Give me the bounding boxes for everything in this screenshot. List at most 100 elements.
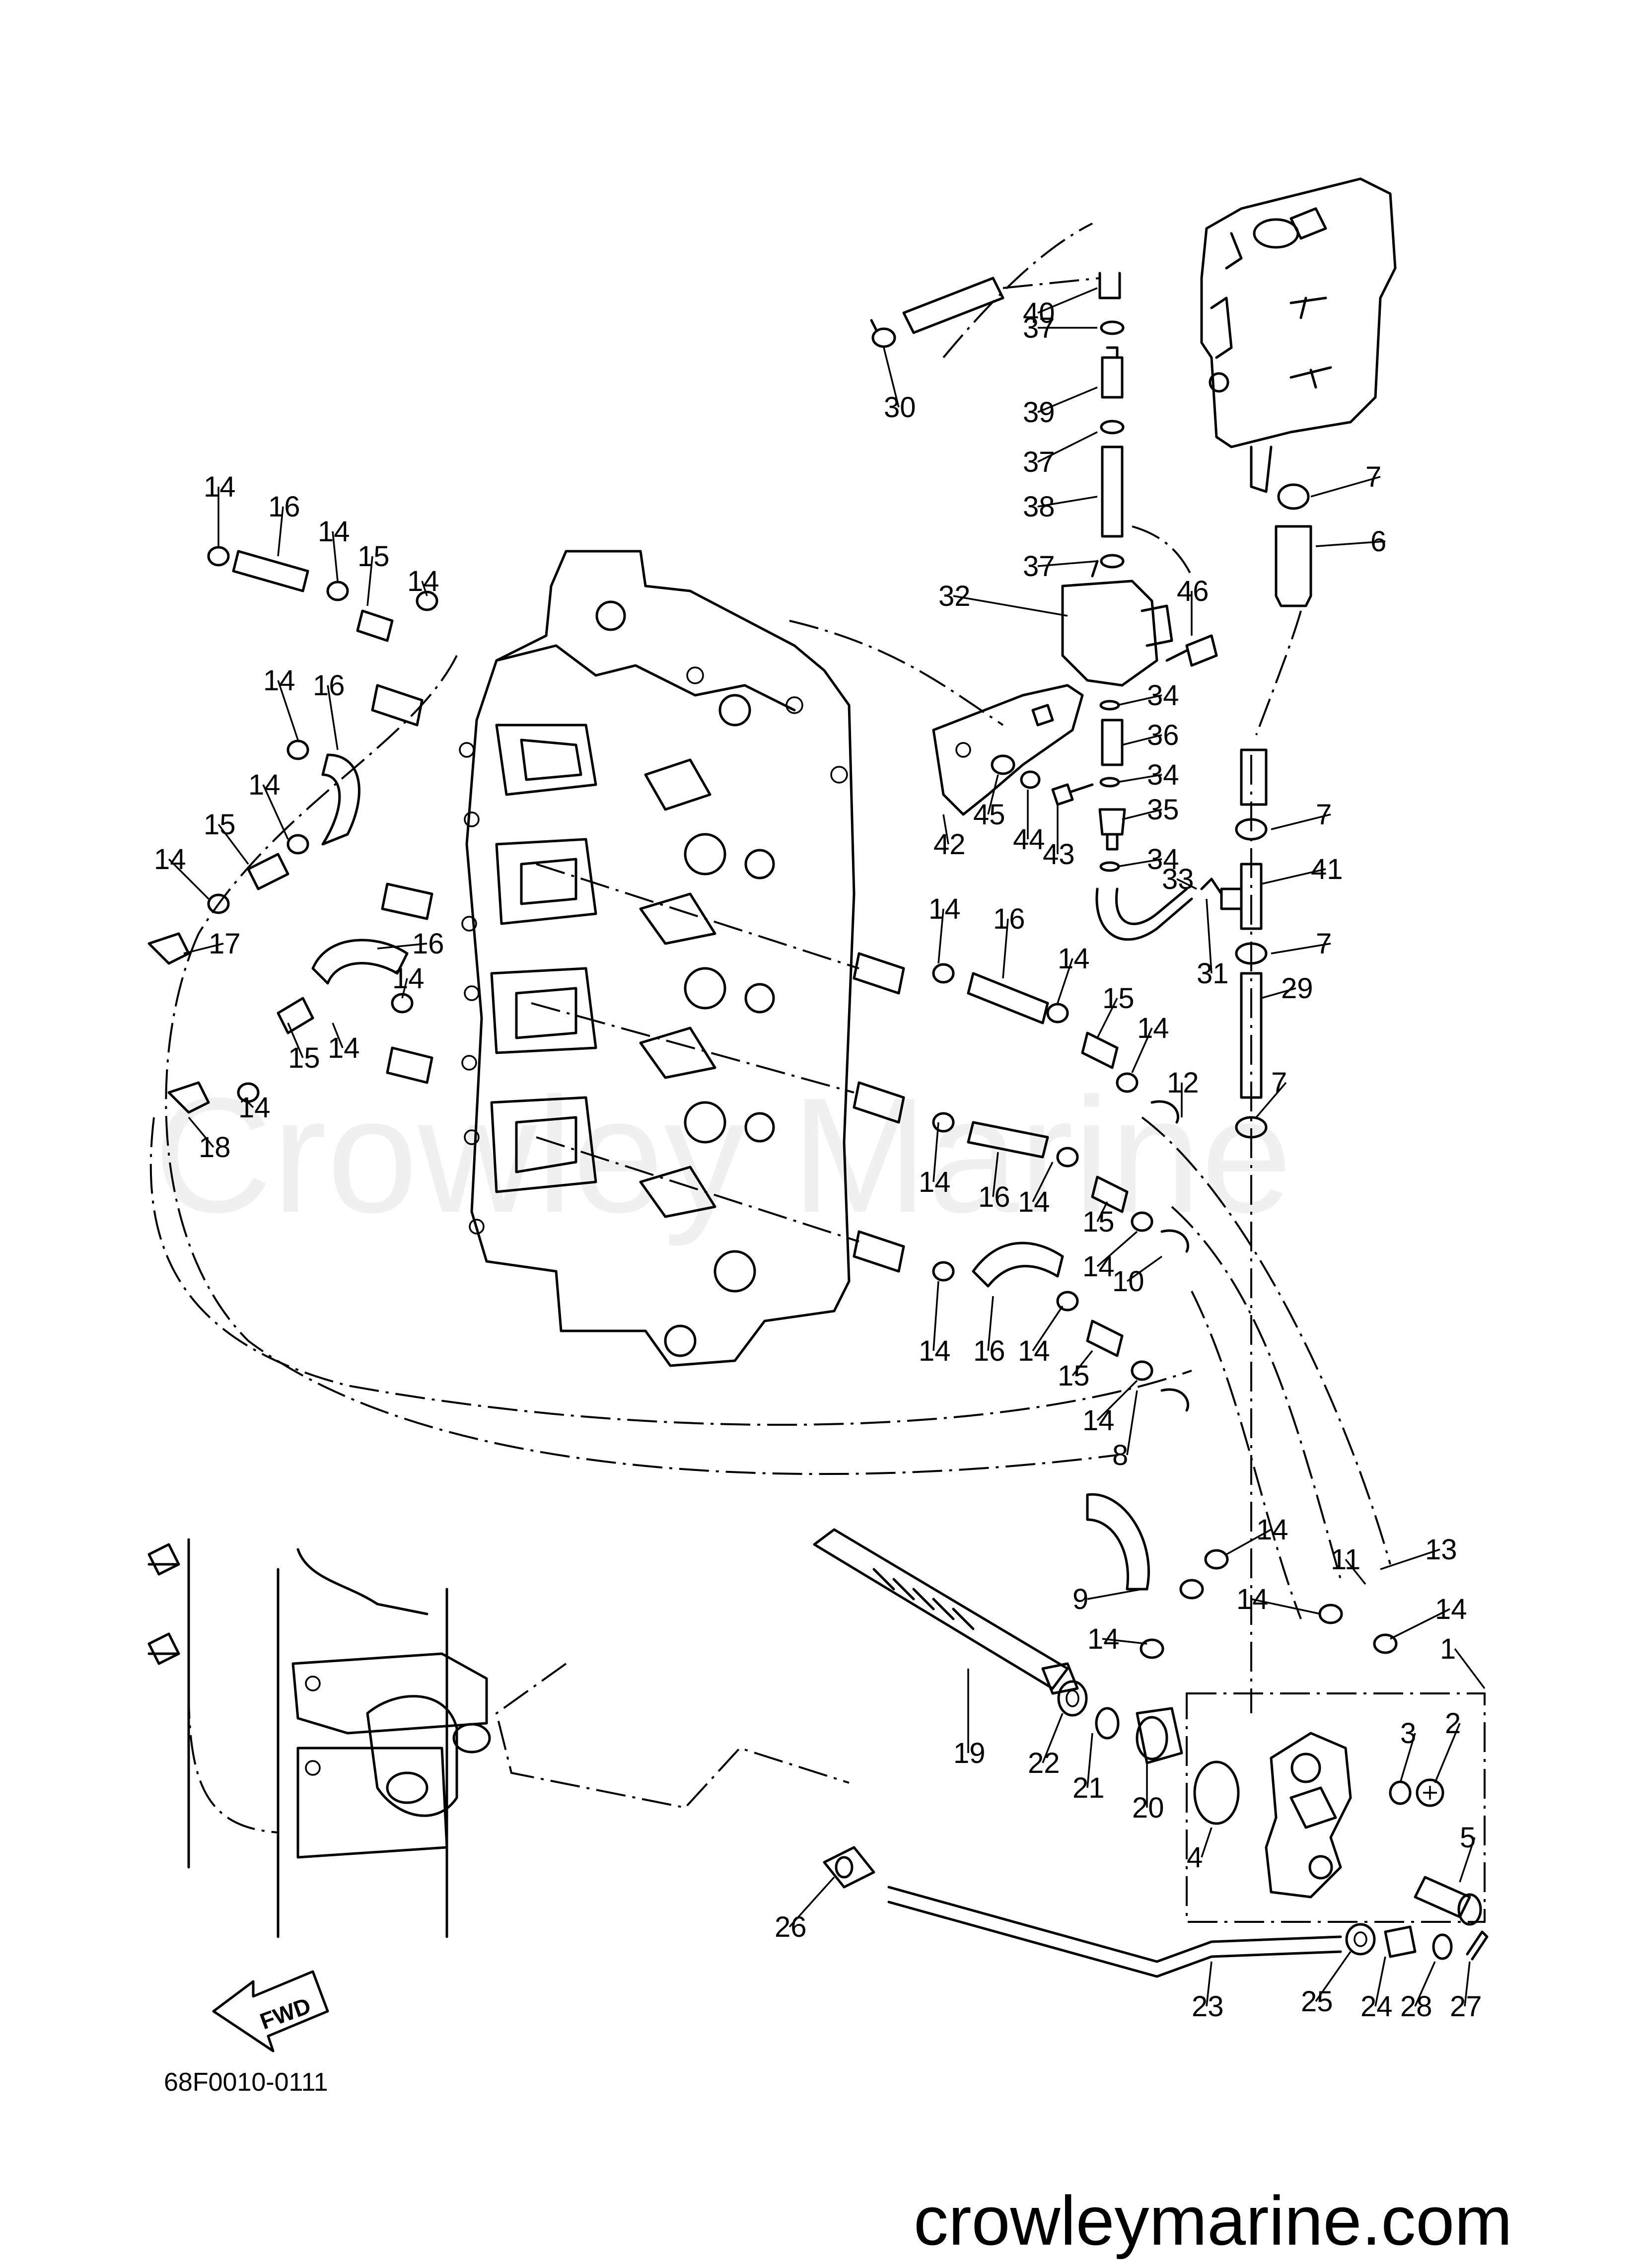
callout-c45[interactable]: 45 <box>973 799 1005 831</box>
callout-c14i[interactable]: 14 <box>238 1092 271 1124</box>
callout-c16e[interactable]: 16 <box>978 1181 1010 1213</box>
callout-c16a[interactable]: 16 <box>268 491 300 523</box>
callout-c37b[interactable]: 37 <box>1023 446 1055 478</box>
callout-c14u[interactable]: 14 <box>1435 1593 1467 1625</box>
callout-c26[interactable]: 26 <box>775 1911 807 1943</box>
callout-c36[interactable]: 36 <box>1147 719 1179 751</box>
tube-36 <box>1101 719 1124 766</box>
callout-c15b[interactable]: 15 <box>204 808 236 841</box>
callout-c17[interactable]: 17 <box>209 928 241 960</box>
callout-c31[interactable]: 31 <box>1197 957 1229 990</box>
callout-c8[interactable]: 8 <box>1112 1439 1128 1471</box>
callout-leader-c23 <box>1206 1961 1213 2007</box>
callout-c40[interactable]: 40 <box>1023 297 1055 329</box>
callout-c7a[interactable]: 7 <box>1365 461 1381 493</box>
callout-c14o[interactable]: 14 <box>1082 1250 1115 1283</box>
callout-leader-c2 <box>1434 1723 1461 1783</box>
callout-c14t[interactable]: 14 <box>1236 1583 1269 1615</box>
callout-leader-c14t <box>1251 1598 1321 1615</box>
callout-c39[interactable]: 39 <box>1023 396 1055 429</box>
callout-c14d[interactable]: 14 <box>263 664 295 697</box>
callout-leader-c14l <box>1131 1027 1153 1073</box>
callout-c5[interactable]: 5 <box>1460 1822 1476 1854</box>
callout-c7d[interactable]: 7 <box>1271 1067 1287 1099</box>
callout-c6[interactable]: 6 <box>1370 525 1386 558</box>
callout-c24[interactable]: 24 <box>1360 1990 1393 2023</box>
callout-c20[interactable]: 20 <box>1132 1792 1164 1824</box>
callout-c29[interactable]: 29 <box>1281 972 1313 1005</box>
callout-c25[interactable]: 25 <box>1301 1985 1333 2018</box>
callout-c14p[interactable]: 14 <box>919 1335 951 1367</box>
callout-c14g[interactable]: 14 <box>392 962 425 995</box>
callout-c13[interactable]: 13 <box>1425 1534 1457 1566</box>
callout-c15d[interactable]: 15 <box>1102 982 1135 1015</box>
hose-16-low <box>311 939 409 985</box>
engine-block <box>459 550 856 1367</box>
callout-c44[interactable]: 44 <box>1013 823 1045 856</box>
callout-c7b[interactable]: 7 <box>1316 799 1332 831</box>
callout-c22[interactable]: 22 <box>1028 1747 1060 1779</box>
callout-c14a[interactable]: 14 <box>204 471 236 503</box>
callout-c35[interactable]: 35 <box>1147 794 1179 826</box>
callout-c14c[interactable]: 14 <box>407 565 439 597</box>
callout-c14e[interactable]: 14 <box>248 769 281 801</box>
callout-c38[interactable]: 38 <box>1023 491 1055 523</box>
callout-c34a[interactable]: 34 <box>1147 679 1179 712</box>
joint-24 <box>1384 1925 1417 1958</box>
callout-c16f[interactable]: 16 <box>973 1335 1005 1367</box>
callout-c14n[interactable]: 14 <box>1018 1186 1050 1218</box>
callout-c1[interactable]: 1 <box>1440 1633 1456 1665</box>
callout-c14m[interactable]: 14 <box>919 1166 951 1198</box>
callout-c14q[interactable]: 14 <box>1018 1335 1050 1367</box>
callout-c42[interactable]: 42 <box>933 828 966 861</box>
callout-c14b[interactable]: 14 <box>318 515 350 548</box>
callout-c9[interactable]: 9 <box>1072 1583 1088 1615</box>
callout-c14l[interactable]: 14 <box>1137 1012 1169 1044</box>
callout-c37a[interactable]: 37 <box>1023 312 1055 344</box>
callout-c16d[interactable]: 16 <box>993 903 1025 935</box>
callout-c14k[interactable]: 14 <box>1058 943 1090 975</box>
callout-c14v[interactable]: 14 <box>1087 1623 1120 1655</box>
callout-c28[interactable]: 28 <box>1400 1990 1432 2023</box>
callout-c34c[interactable]: 34 <box>1147 843 1179 876</box>
callout-c14h[interactable]: 14 <box>328 1032 360 1064</box>
callout-c14s[interactable]: 14 <box>1256 1514 1288 1546</box>
callout-c7c[interactable]: 7 <box>1316 928 1332 960</box>
callout-c37c[interactable]: 37 <box>1023 550 1055 583</box>
callout-c16c[interactable]: 16 <box>412 928 444 960</box>
callout-c2[interactable]: 2 <box>1445 1707 1461 1740</box>
rod-end-26 <box>823 1846 875 1889</box>
callout-c32[interactable]: 32 <box>938 580 971 612</box>
callout-c41[interactable]: 41 <box>1311 853 1343 885</box>
check-valve-35 <box>1098 808 1126 851</box>
callout-c3[interactable]: 3 <box>1400 1717 1416 1750</box>
callout-c23[interactable]: 23 <box>1192 1990 1224 2023</box>
callout-c15f[interactable]: 15 <box>1058 1360 1090 1392</box>
callout-c14r[interactable]: 14 <box>1082 1404 1115 1437</box>
callout-c14f[interactable]: 14 <box>154 843 186 876</box>
linkage-inset <box>147 1538 491 1938</box>
callout-c11[interactable]: 11 <box>1331 1543 1360 1576</box>
callout-c34b[interactable]: 34 <box>1147 759 1179 791</box>
callout-c15e[interactable]: 15 <box>1082 1206 1115 1238</box>
callout-c12[interactable]: 12 <box>1167 1067 1199 1099</box>
callout-c15c[interactable]: 15 <box>288 1042 320 1074</box>
hose-ends-right <box>1086 1100 1189 1591</box>
callout-c43[interactable]: 43 <box>1043 838 1075 871</box>
callout-c27[interactable]: 27 <box>1450 1990 1482 2023</box>
callout-c30[interactable]: 30 <box>884 391 916 424</box>
callout-leader-c14g <box>401 978 408 999</box>
callout-c19[interactable]: 19 <box>953 1737 986 1769</box>
callout-c18[interactable]: 18 <box>199 1131 231 1164</box>
clip-17 <box>147 932 190 965</box>
callout-c4[interactable]: 4 <box>1187 1841 1203 1874</box>
nut-25 <box>1345 1923 1376 1956</box>
callout-c46[interactable]: 46 <box>1177 575 1209 607</box>
callout-c21[interactable]: 21 <box>1072 1772 1105 1804</box>
callout-c10[interactable]: 10 <box>1112 1265 1144 1298</box>
callout-c15a[interactable]: 15 <box>357 540 390 573</box>
callout-c33[interactable]: 33 <box>1162 863 1194 895</box>
callout-c14j[interactable]: 14 <box>928 893 961 925</box>
callout-leader-c15b <box>217 823 249 865</box>
callout-c16b[interactable]: 16 <box>313 669 345 702</box>
